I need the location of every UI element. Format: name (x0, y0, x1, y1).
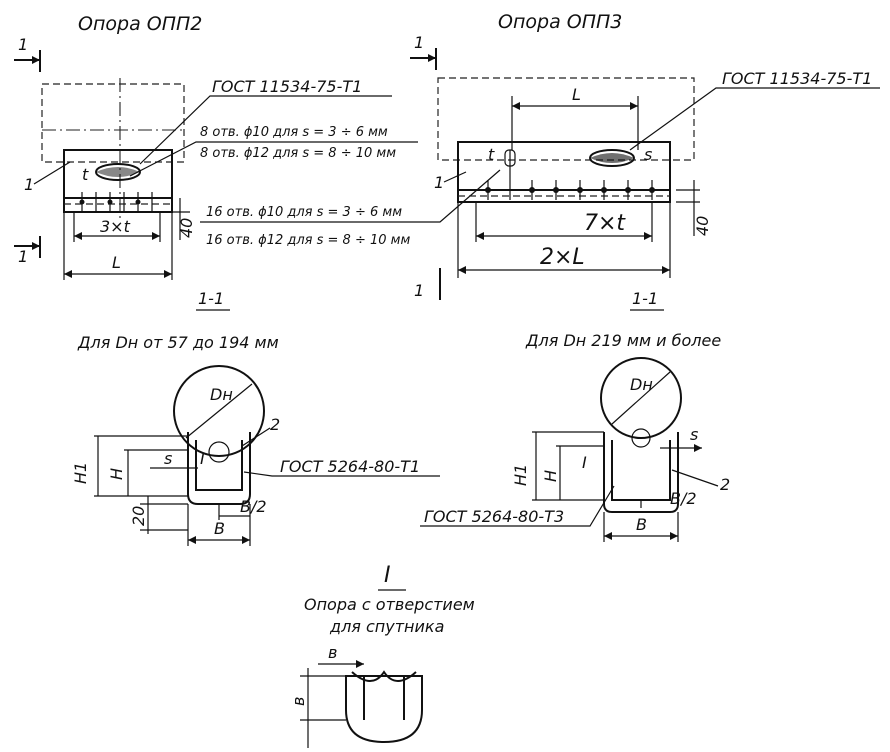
dim-40-opp3: 40 (693, 216, 712, 236)
section-view-right: 1-1 Для Dн 219 мм и более Dн H1 H I s 2 … (420, 289, 730, 542)
dim-H-right: H (541, 470, 560, 482)
gost-label-opp2: ГОСТ 11534-75-Т1 (212, 77, 362, 96)
detail-body (345, 675, 423, 744)
detail-mark: I (384, 563, 391, 588)
dim-20-left: 20 (129, 506, 148, 526)
saddle-outer-right (603, 432, 679, 513)
position-1-opp2: 1 (24, 175, 34, 194)
dim-B-right: B (636, 515, 647, 534)
gost-leader-opp2 (139, 95, 392, 165)
detail-caption-line2: для спутника (329, 617, 444, 636)
dim-H-left: H (107, 468, 126, 480)
dim-H1-left: H1 (71, 462, 90, 484)
dim-L-opp3: L (572, 85, 581, 104)
gost-label-section-right: ГОСТ 5264-80-Т3 (424, 507, 564, 526)
section-mark-top-right: 1 (414, 33, 424, 52)
pipe-circle-right (600, 357, 682, 439)
dim-I-right: I (582, 453, 587, 472)
holes-row-opp2 (79, 192, 153, 212)
holes-note-line1-opp3: 16 отв. ϕ10 для s = 3 ÷ 6 мм (206, 205, 402, 220)
dim-B2-left: B/2 (240, 497, 267, 516)
dim-Dn-left: Dн (210, 385, 233, 404)
pipe-outline-dashed-opp3 (437, 77, 695, 161)
caption-right: Для Dн 219 мм и более (525, 331, 721, 350)
gost-leader-opp3 (629, 87, 880, 151)
holes-row-opp3 (485, 149, 655, 200)
dim-B2-right: B/2 (670, 489, 697, 508)
view-opp3: Опора ОПП3 1 L s (410, 11, 880, 300)
dim-L-opp2: L (112, 253, 121, 272)
support-body-opp3 (457, 141, 671, 203)
dim-b-side: в (289, 697, 308, 706)
holes-note-line2-opp2: 8 отв. ϕ12 для s = 8 ÷ 10 мм (200, 146, 396, 161)
holes-note-opp3: 16 отв. ϕ10 для s = 3 ÷ 6 мм 16 отв. ϕ12… (200, 169, 501, 248)
title-opp3: Опора ОПП3 (498, 11, 622, 33)
dim-Dn-right: Dн (630, 375, 653, 394)
dim-t-opp3: t (488, 145, 495, 164)
gost-label-opp3: ГОСТ 11534-75-Т1 (722, 69, 872, 88)
pipe-outline-dashed (41, 83, 185, 163)
detail-view-I: I Опора с отверстием для спутника в в (289, 563, 475, 748)
section-mark-bottom-left: 1 (18, 247, 28, 266)
detail-caption-line1: Опора с отверстием (304, 595, 475, 614)
holes-note-line2-opp3: 16 отв. ϕ12 для s = 8 ÷ 10 мм (206, 233, 410, 248)
dim-40-opp2: 40 (177, 218, 196, 238)
dim-t-opp2: t (82, 165, 89, 184)
dim-s-left: s (164, 449, 172, 468)
dim-I-left: I (200, 449, 205, 468)
dim-s-right: s (690, 425, 698, 444)
caption-left: Для Dн от 57 до 194 мм (77, 333, 279, 352)
position-1-opp3: 1 (434, 173, 444, 192)
section-mark-top-left: 1 (18, 35, 28, 54)
dim-2xL-opp3: 2×L (540, 245, 585, 270)
pipe-circle-left (173, 365, 265, 457)
position-2-left: 2 (270, 415, 280, 434)
section-mark-bottom-right: 1 (414, 281, 424, 300)
dim-b-top: в (328, 643, 337, 662)
view-opp2: Опора ОПП2 1 t ГО (14, 13, 418, 280)
holes-note-line1-opp2: 8 отв. ϕ10 для s = 3 ÷ 6 мм (200, 125, 388, 140)
gost-label-section-left: ГОСТ 5264-80-Т1 (280, 457, 420, 476)
support-body-opp2 (63, 149, 173, 213)
section-label-left: 1-1 (198, 289, 224, 308)
dim-s-opp3: s (644, 145, 652, 164)
section-view-left: 1-1 Для Dн от 57 до 194 мм Dн H1 H s I 2… (71, 289, 440, 546)
dim-H1-right: H1 (511, 464, 530, 486)
dim-7xt-opp3: 7×t (584, 211, 626, 236)
position-2-right: 2 (720, 475, 730, 494)
section-label-right: 1-1 (632, 289, 658, 308)
title-opp2: Опора ОПП2 (78, 13, 202, 35)
dim-B-left: B (214, 519, 225, 538)
dim-3xt-opp2: 3×t (100, 217, 131, 236)
